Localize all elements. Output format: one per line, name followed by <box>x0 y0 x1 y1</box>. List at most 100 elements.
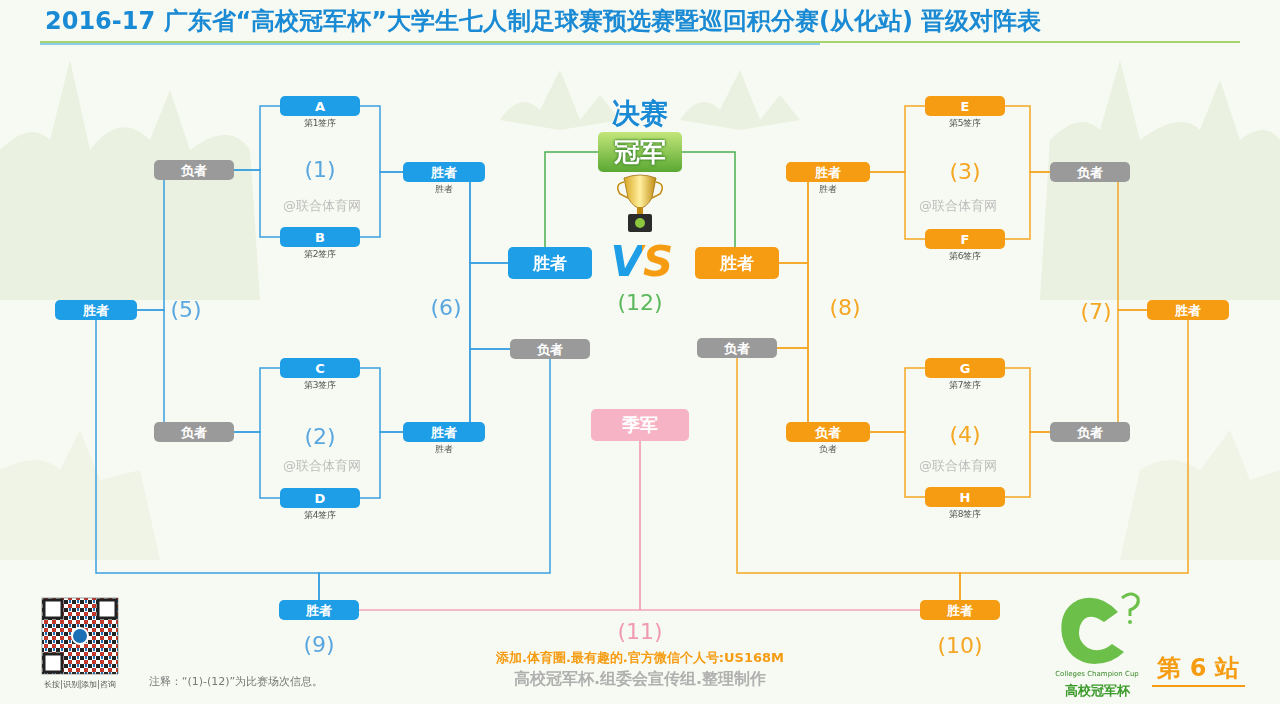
box-caption: 决赛 <box>612 100 668 128</box>
match-number: (11) <box>617 621 662 643</box>
box-caption: 胜者 <box>819 185 837 194</box>
box-text: 负者 <box>1077 426 1103 439</box>
title-rule <box>40 44 820 45</box>
promo-text: 添加.体育圈.最有趣的.官方微信个人号:US168M <box>496 651 784 664</box>
bracket-line <box>870 368 925 432</box>
box-caption: 负者 <box>819 445 837 454</box>
box-caption: 胜者 <box>435 185 453 194</box>
box-text: 胜者 <box>947 604 973 617</box>
match-number: (1) <box>304 159 335 181</box>
bracket-line <box>234 432 280 498</box>
bracket-line <box>360 172 403 237</box>
bracket-line <box>234 368 280 432</box>
bracket-line <box>360 106 403 172</box>
match-number: (5) <box>170 299 201 321</box>
bracket-line <box>870 172 925 239</box>
box-caption: 胜者 <box>435 445 453 454</box>
box-text: 负者 <box>1077 166 1103 179</box>
bracket-line <box>777 348 808 422</box>
bracket-line <box>779 182 808 263</box>
box-text: B <box>315 231 325 244</box>
team-box: 胜者胜者 <box>403 162 485 182</box>
box-text: 负者 <box>537 343 563 356</box>
box-text: 负者 <box>815 426 841 439</box>
box-text: 季军 <box>622 416 658 434</box>
team-box: C第3签序 <box>280 358 360 378</box>
team-box: F第6签序 <box>925 229 1005 249</box>
box-caption: 第2签序 <box>304 250 337 259</box>
box-text: A <box>315 100 325 113</box>
box-text: H <box>960 491 971 504</box>
box-caption: 第3签序 <box>304 381 337 390</box>
team-box: 胜者胜者 <box>786 162 870 182</box>
box-text: 负者 <box>181 426 207 439</box>
match-number: (4) <box>949 424 980 446</box>
match-number: (6) <box>430 297 461 319</box>
box-text: 负者 <box>181 164 207 177</box>
box-text: 胜者 <box>83 304 109 317</box>
station-label: 第 6 站 <box>1157 656 1238 680</box>
team-box: 胜者胜者 <box>403 422 485 442</box>
box-text: G <box>960 362 971 375</box>
box-text: 胜者 <box>720 255 754 272</box>
box-caption: 第4签序 <box>304 511 337 520</box>
third-place-box: 季军 <box>591 409 689 441</box>
bracket-line <box>360 368 403 432</box>
box-caption: 第5签序 <box>949 119 982 128</box>
bracket-line <box>470 263 508 422</box>
box-text: 负者 <box>724 342 750 355</box>
team-box: 负者负者 <box>786 422 870 442</box>
bracket-line <box>777 182 808 348</box>
box-text: 胜者 <box>431 166 457 179</box>
team-box: 胜者 <box>55 300 137 320</box>
match-number: (7) <box>1080 301 1111 323</box>
box-text: E <box>961 100 970 113</box>
bracket-line <box>1005 172 1050 239</box>
bracket-line <box>779 263 808 422</box>
team-box: 胜者 <box>508 247 592 279</box>
logo-text: 高校冠军杯 <box>1065 684 1130 697</box>
box-text: 冠军 <box>614 139 666 165</box>
bracket-line <box>1118 182 1147 310</box>
match-number: (3) <box>949 161 980 183</box>
box-text: 胜者 <box>1175 304 1201 317</box>
logo-text: Colleges Champion Cup <box>1055 671 1139 678</box>
box-text: 胜者 <box>533 255 567 272</box>
team-box: 胜者 <box>695 247 779 279</box>
bracket-line <box>234 106 280 170</box>
bracket-line <box>234 170 280 237</box>
team-box: A第1签序 <box>280 96 360 116</box>
loser-box: 负者 <box>154 422 234 442</box>
loser-box: 负者 <box>154 160 234 180</box>
bracket-line <box>1118 310 1147 422</box>
title-rule <box>40 41 1240 43</box>
cup-logo <box>1061 594 1138 664</box>
bracket-line <box>470 182 508 263</box>
vs-mark: VS <box>607 241 678 283</box>
qr-code <box>42 598 118 674</box>
match-number: (2) <box>304 426 335 448</box>
page-title: 2016-17 广东省“高校冠军杯”大学生七人制足球赛预选赛暨巡回积分赛(从化站… <box>45 8 1041 34</box>
watermark: @联合体育网 <box>919 199 997 212</box>
team-box: 胜者 <box>279 600 359 620</box>
team-box: 胜者 <box>1147 300 1229 320</box>
bracket-line <box>319 359 550 600</box>
bracket-line <box>470 182 510 349</box>
bracket-line <box>870 432 925 497</box>
box-caption: 第6签序 <box>949 252 982 261</box>
team-box: E第5签序 <box>925 96 1005 116</box>
match-number: (10) <box>937 635 982 657</box>
bracket-line <box>137 310 164 422</box>
box-text: F <box>961 233 970 246</box>
qr-caption: 长按|识别|添加|咨询 <box>44 681 116 689</box>
box-text: C <box>315 362 325 375</box>
team-box: 胜者 <box>920 600 1000 620</box>
credit-text: 高校冠军杯.组委会宣传组.整理制作 <box>514 671 766 687</box>
watermark: @联合体育网 <box>283 199 361 212</box>
team-box: H第8签序 <box>925 487 1005 507</box>
bracket-line <box>360 432 403 498</box>
bracket-line <box>1005 368 1050 432</box>
trophy <box>618 175 663 232</box>
box-caption: 第8签序 <box>949 510 982 519</box>
team-box: G第7签序 <box>925 358 1005 378</box>
